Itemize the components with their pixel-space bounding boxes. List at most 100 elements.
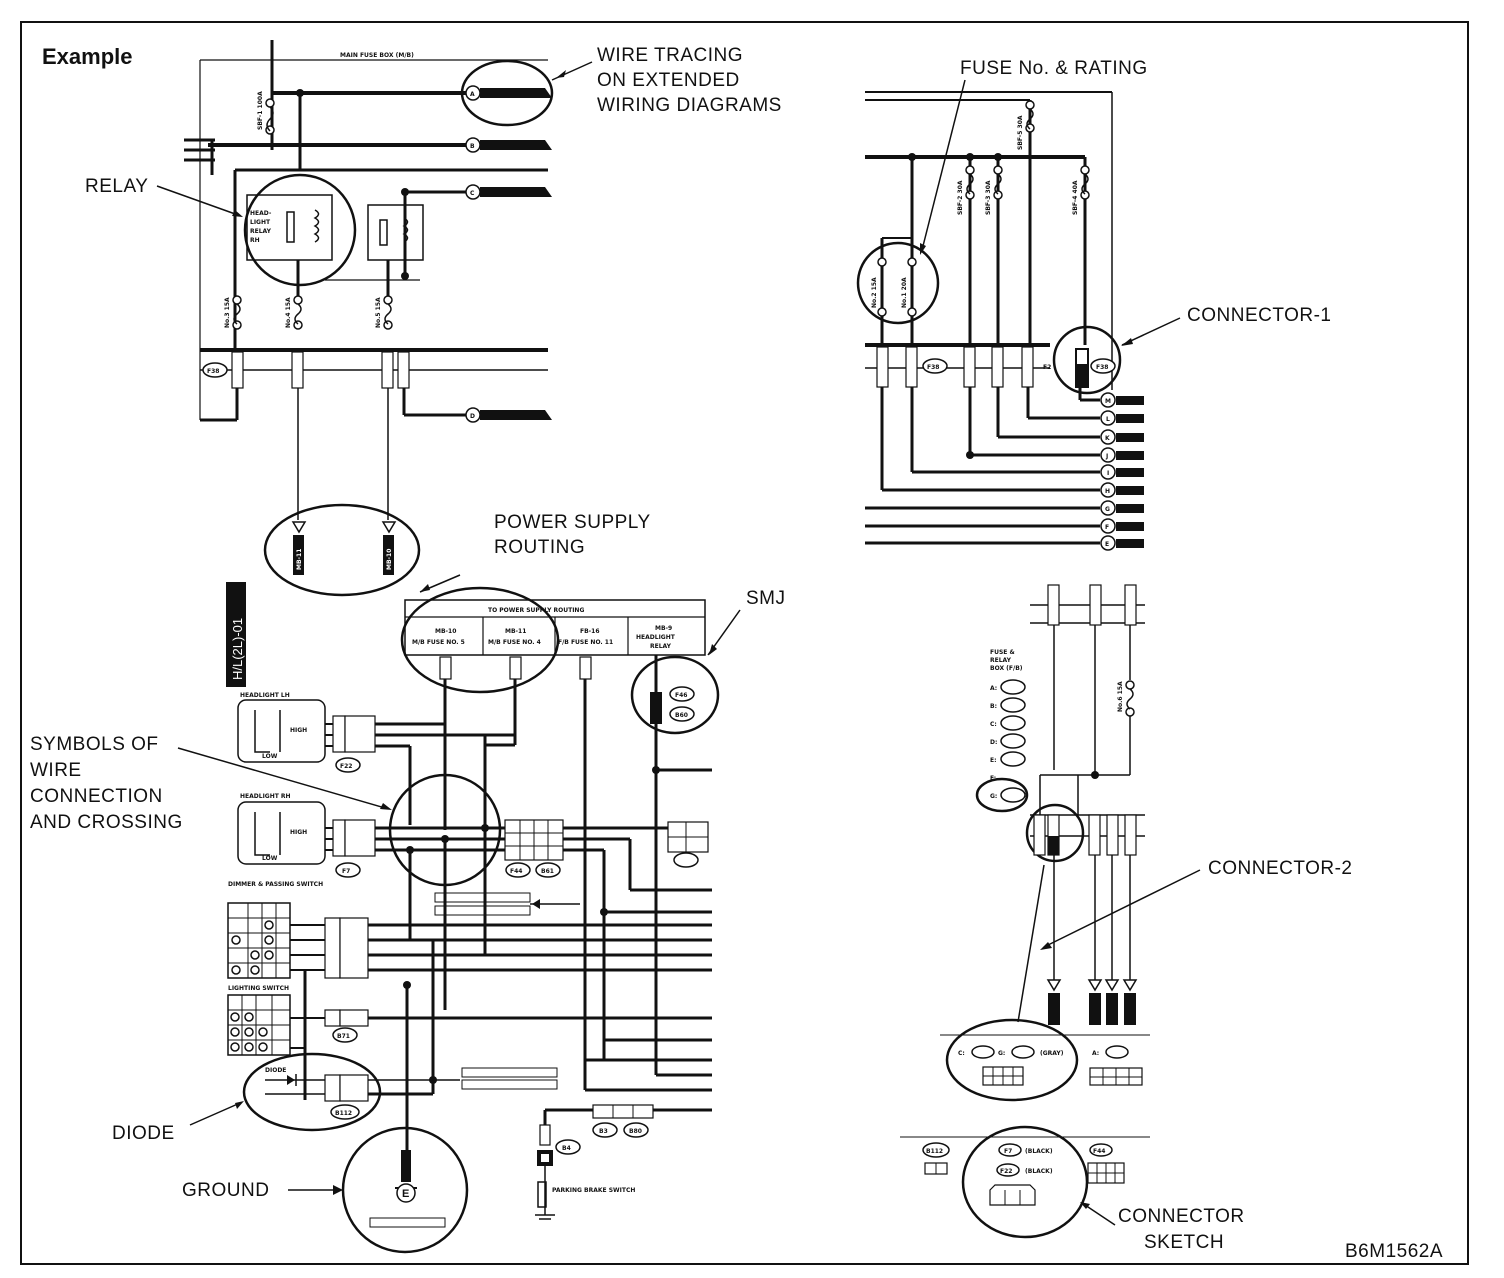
fuse-rating-highlight bbox=[856, 241, 940, 325]
power-reference-ellipse: MB-11 MB-10 bbox=[263, 503, 421, 597]
connector-1-highlight bbox=[1052, 325, 1122, 395]
diode-small-label: DIODE bbox=[265, 1067, 286, 1074]
svg-text:F/B FUSE NO. 11: F/B FUSE NO. 11 bbox=[558, 639, 613, 646]
symbols-line-1: SYMBOLS OF bbox=[30, 734, 159, 755]
trace-marker-f: F bbox=[1105, 524, 1109, 531]
fuse-section-right: SBF-5 30A SBF-2 30A SBF-3 30A SBF-4 40A … bbox=[856, 79, 1181, 551]
connector-b61: B61 bbox=[541, 868, 554, 875]
relay-label: RELAY bbox=[85, 176, 148, 197]
lh-low-label: LOW bbox=[262, 753, 278, 760]
connector-sketch-line-1: CONNECTOR bbox=[1118, 1206, 1245, 1227]
connector-f22-sketch: F22 bbox=[1000, 1168, 1012, 1175]
connector-b3: B3 bbox=[599, 1128, 608, 1135]
headlight-section: TO POWER SUPPLY ROUTING MB-10 M/B FUSE N… bbox=[227, 574, 741, 1254]
headlight-rh-label: HEADLIGHT RH bbox=[240, 793, 291, 800]
svg-text:M/B FUSE NO. 4: M/B FUSE NO. 4 bbox=[488, 639, 541, 646]
svg-text:No.6 15A: No.6 15A bbox=[1117, 681, 1124, 712]
smj-highlight bbox=[630, 655, 720, 735]
svg-text:G:: G: bbox=[998, 1050, 1005, 1057]
trace-marker-b: B bbox=[470, 143, 475, 150]
wire-tracing-highlight bbox=[460, 59, 554, 127]
trace-marker-k: K bbox=[1105, 435, 1110, 442]
connector-b4: B4 bbox=[562, 1145, 571, 1152]
symbols-line-3: CONNECTION bbox=[30, 786, 163, 807]
svg-text:D:: D: bbox=[990, 739, 997, 746]
svg-text:C:: C: bbox=[990, 721, 997, 728]
trace-marker-m: M bbox=[1105, 398, 1111, 405]
svg-text:RH: RH bbox=[250, 237, 260, 244]
figure-id: B6M1562A bbox=[1345, 1241, 1443, 1262]
dimmer-switch-label: DIMMER & PASSING SWITCH bbox=[228, 881, 323, 888]
connector-sketch-highlight-1 bbox=[945, 1018, 1079, 1102]
svg-text:MB-10: MB-10 bbox=[435, 628, 456, 635]
svg-text:SBF-5 30A: SBF-5 30A bbox=[1017, 115, 1024, 150]
svg-text:B:: B: bbox=[990, 703, 997, 710]
svg-text:LIGHT: LIGHT bbox=[250, 219, 271, 226]
connector-f46: F46 bbox=[675, 692, 687, 699]
connector-b112: B112 bbox=[335, 1110, 352, 1117]
power-routing-table-title: TO POWER SUPPLY ROUTING bbox=[488, 607, 584, 614]
connector-section-right: No.6 15A FUSE & RELAY BOX (F/B) A: B: C:… bbox=[900, 584, 1201, 1239]
relay-highlight-circle bbox=[243, 173, 357, 287]
trace-marker-a: A bbox=[470, 91, 475, 98]
svg-text:SBF-2 30A: SBF-2 30A bbox=[957, 180, 964, 215]
symbols-line-2: WIRE bbox=[30, 760, 82, 781]
svg-text:RELAY: RELAY bbox=[250, 228, 272, 235]
connector-f2: F2 bbox=[1043, 364, 1051, 371]
gray-label: (GRAY) bbox=[1040, 1050, 1064, 1057]
trace-marker-l: L bbox=[1106, 416, 1110, 423]
connector-f44-sketch: F44 bbox=[1093, 1148, 1105, 1155]
lh-high-label: HIGH bbox=[290, 727, 307, 734]
wire-tracing-line-1: WIRE TRACING bbox=[597, 45, 743, 66]
svg-text:SBF-4 40A: SBF-4 40A bbox=[1072, 180, 1079, 215]
connector-1-label: CONNECTOR-1 bbox=[1187, 305, 1332, 326]
connector-f38-circle: F38 bbox=[1096, 364, 1108, 371]
connector-2-label: CONNECTOR-2 bbox=[1208, 858, 1353, 879]
side-tab bbox=[226, 582, 246, 687]
trace-marker-h: H bbox=[1105, 488, 1110, 495]
connector-f38-left: F38 bbox=[207, 368, 219, 375]
example-title: Example bbox=[42, 44, 133, 69]
svg-text:No.2 15A: No.2 15A bbox=[871, 277, 878, 308]
side-tab-label: H/L(2L)-01 bbox=[230, 618, 245, 680]
diode-highlight bbox=[242, 1052, 382, 1132]
power-supply-line-2: ROUTING bbox=[494, 537, 585, 558]
svg-text:F:: F: bbox=[990, 775, 996, 782]
connector-sketch-highlight-2 bbox=[961, 1125, 1089, 1239]
connector-f38-right: F38 bbox=[927, 364, 939, 371]
main-fuse-box-section: MAIN FUSE BOX (M/B) SBF-1 100A HEAD- LIG… bbox=[184, 40, 593, 520]
connector-f7-sketch: F7 bbox=[1004, 1148, 1012, 1155]
svg-text:G:: G: bbox=[990, 793, 997, 800]
svg-text:RELAY: RELAY bbox=[990, 657, 1012, 664]
svg-text:No.3 15A: No.3 15A bbox=[224, 297, 231, 328]
svg-text:SBF-1 100A: SBF-1 100A bbox=[257, 91, 264, 130]
svg-text:MB-11: MB-11 bbox=[296, 549, 303, 570]
svg-text:E: E bbox=[402, 1188, 409, 1200]
svg-text:BOX (F/B): BOX (F/B) bbox=[990, 665, 1023, 672]
svg-text:FUSE &: FUSE & bbox=[990, 649, 1015, 656]
trace-marker-j: J bbox=[1105, 453, 1108, 460]
svg-text:No.5 15A: No.5 15A bbox=[375, 297, 382, 328]
trace-marker-g: G bbox=[1105, 506, 1110, 513]
lighting-switch-label: LIGHTING SWITCH bbox=[228, 985, 289, 992]
main-fuse-box-label: MAIN FUSE BOX (M/B) bbox=[340, 52, 414, 59]
svg-text:FB-16: FB-16 bbox=[580, 628, 600, 635]
svg-text:RELAY: RELAY bbox=[650, 643, 672, 650]
svg-text:MB-10: MB-10 bbox=[386, 549, 393, 570]
wire-tracing-line-2: ON EXTENDED bbox=[597, 70, 740, 91]
svg-text:C:: C: bbox=[958, 1050, 965, 1057]
diode-label: DIODE bbox=[112, 1123, 175, 1144]
trace-markers-right: M L K J I H G F E bbox=[1100, 392, 1144, 551]
smj-label: SMJ bbox=[746, 588, 786, 609]
connector-b112-sketch: B112 bbox=[926, 1148, 943, 1155]
symbols-line-4: AND CROSSING bbox=[30, 812, 183, 833]
connector-f44-left: F44 bbox=[510, 868, 522, 875]
trace-marker-i: I bbox=[1107, 470, 1109, 477]
black-label-1: (BLACK) bbox=[1025, 1148, 1053, 1155]
wire-tracing-line-3: WIRING DIAGRAMS bbox=[597, 95, 782, 116]
svg-text:SBF-3 30A: SBF-3 30A bbox=[985, 180, 992, 215]
rh-high-label: HIGH bbox=[290, 829, 307, 836]
connector-f22: F22 bbox=[340, 763, 352, 770]
svg-text:MB-11: MB-11 bbox=[505, 628, 526, 635]
